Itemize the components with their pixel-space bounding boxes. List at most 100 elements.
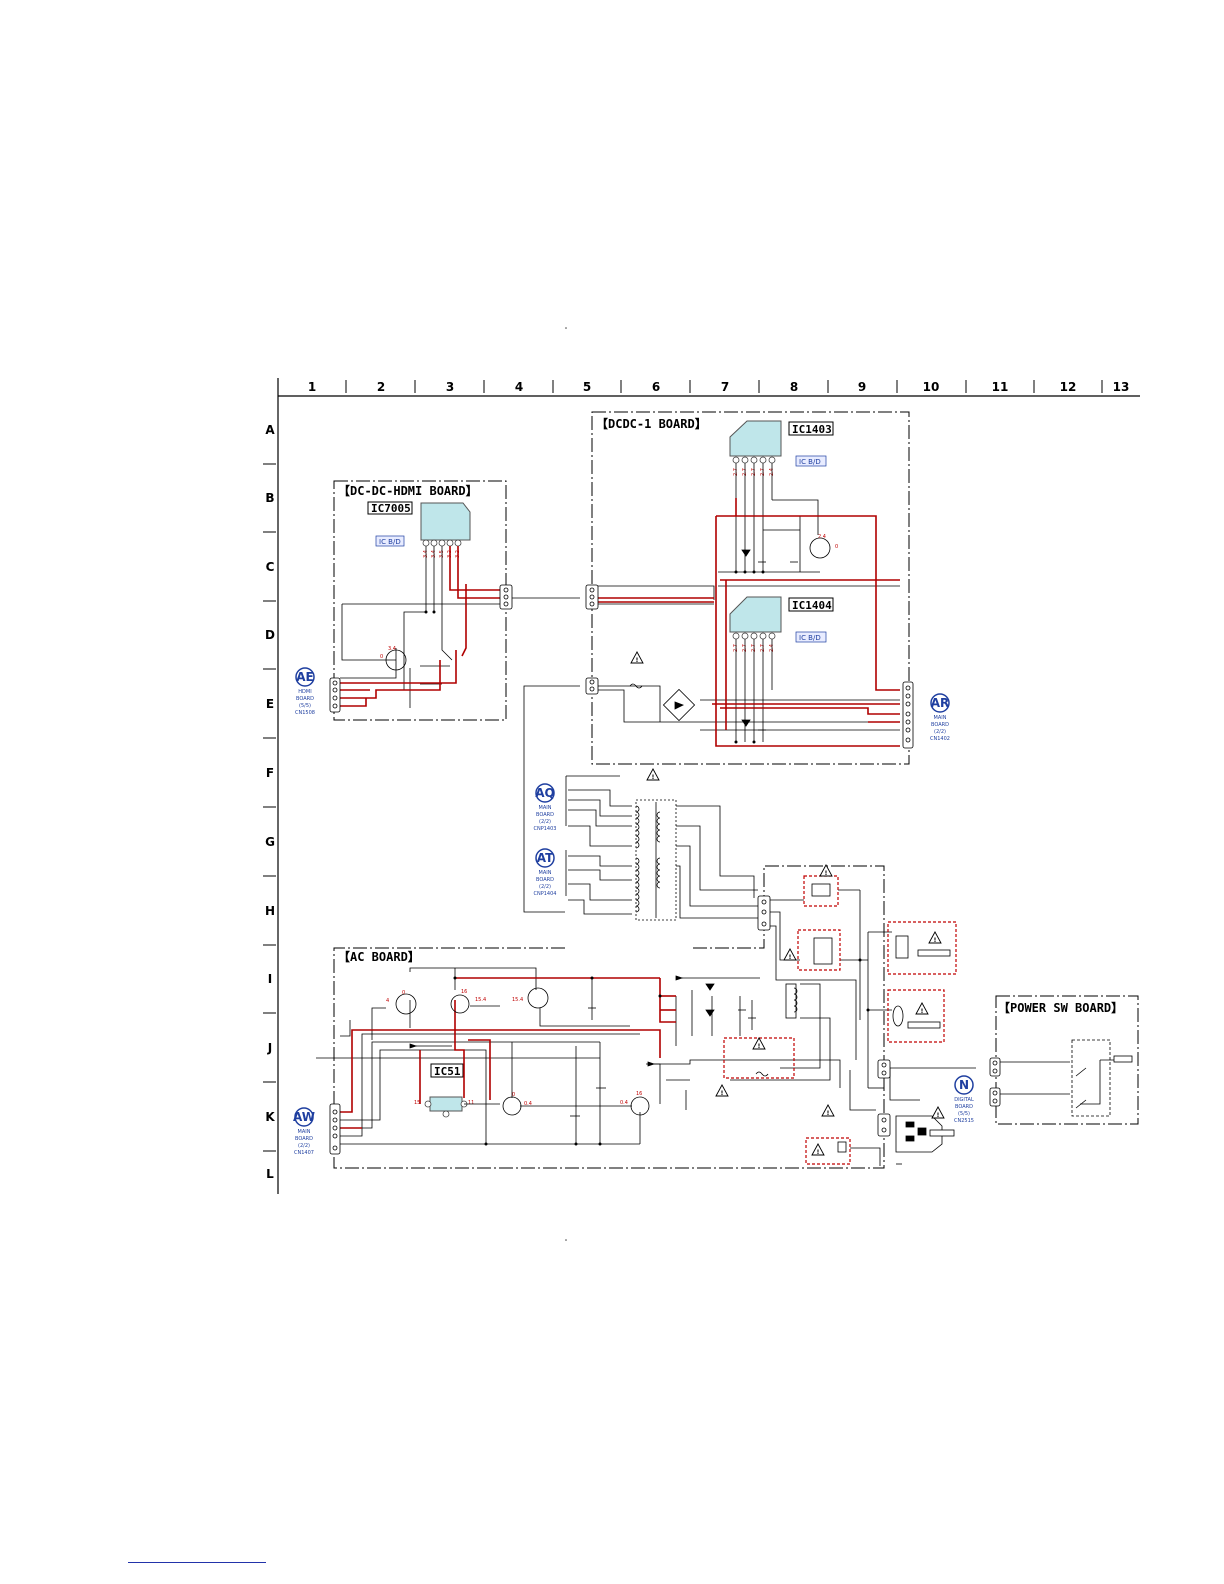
col-label-13: 13 bbox=[1113, 380, 1130, 394]
svg-text:CNP1403: CNP1403 bbox=[534, 826, 557, 832]
grid-row-labels: A B C D E F G H I J K L bbox=[265, 423, 275, 1181]
components bbox=[329, 537, 1133, 1155]
ic1404-bd-label: IC B/D bbox=[799, 634, 821, 642]
svg-text:!: ! bbox=[758, 1043, 761, 1050]
row-label-J: J bbox=[267, 1041, 272, 1055]
center-mark-top bbox=[565, 327, 567, 329]
row-label-H: H bbox=[265, 904, 275, 918]
transistor-icon bbox=[630, 1096, 650, 1116]
cn-ar bbox=[902, 681, 914, 749]
col-label-8: 8 bbox=[790, 380, 798, 394]
svg-text:0: 0 bbox=[835, 544, 838, 550]
svg-text:!: ! bbox=[825, 870, 828, 877]
svg-text:CN1407: CN1407 bbox=[294, 1150, 314, 1156]
svg-text:MAIN: MAIN bbox=[539, 805, 552, 811]
row-label-E: E bbox=[266, 697, 274, 711]
ic7005-body bbox=[420, 502, 471, 541]
svg-text:(2/2): (2/2) bbox=[934, 729, 946, 735]
ac-board-title: 【AC BOARD】 bbox=[338, 949, 420, 964]
svg-text:(5/5): (5/5) bbox=[958, 1111, 970, 1117]
svg-text:MAIN: MAIN bbox=[298, 1129, 311, 1135]
connector-ar: AR MAIN BOARD (2/2) CN1402 bbox=[930, 693, 950, 742]
warning-triangle-icon bbox=[752, 1037, 766, 1050]
connector-circle-icon bbox=[954, 1075, 974, 1095]
ic7005-bd-label: IC B/D bbox=[379, 538, 401, 546]
svg-text:AQ: AQ bbox=[535, 786, 555, 800]
svg-text:!: ! bbox=[934, 937, 937, 944]
svg-text:(5/5): (5/5) bbox=[299, 703, 311, 709]
connector-circle-icon bbox=[535, 783, 555, 803]
col-label-11: 11 bbox=[992, 380, 1009, 394]
ic1404-label: IC1404 bbox=[792, 599, 832, 612]
warning-triangle-icon bbox=[821, 1104, 835, 1117]
warning-triangle-icon bbox=[646, 768, 660, 781]
connector-circle-icon bbox=[930, 693, 950, 713]
connector-badges: AE HDMI BOARD (5/5) CN1508 AR MAIN BOARD… bbox=[293, 667, 974, 1156]
svg-text:0: 0 bbox=[402, 990, 405, 996]
col-label-4: 4 bbox=[515, 380, 523, 394]
warning-triangle-icon bbox=[630, 651, 644, 664]
svg-text:15.4: 15.4 bbox=[512, 997, 523, 1003]
warning-box-internals bbox=[811, 883, 909, 1153]
svg-text:AR: AR bbox=[931, 696, 950, 710]
grid-frame bbox=[263, 378, 1140, 1194]
connector-at: AT MAIN BOARD (2/2) CNP1404 bbox=[534, 848, 557, 897]
col-label-6: 6 bbox=[652, 380, 660, 394]
col-label-7: 7 bbox=[721, 380, 729, 394]
warning-triangle-icon bbox=[928, 931, 942, 944]
warning-triangle-icon bbox=[931, 1106, 945, 1119]
warning-triangle-icon bbox=[783, 948, 797, 961]
cn-aw bbox=[329, 1103, 341, 1155]
dcdc1-board-title: 【DCDC-1 BOARD】 bbox=[596, 416, 707, 431]
row-label-F: F bbox=[266, 766, 274, 780]
row-label-A: A bbox=[265, 423, 275, 437]
connector-aw: AW MAIN BOARD (2/2) CN1407 bbox=[293, 1107, 315, 1156]
transistor-icon bbox=[385, 649, 407, 671]
transistor-icon bbox=[502, 1096, 522, 1116]
svg-text:BOARD: BOARD bbox=[955, 1104, 973, 1110]
svg-text:CN1508: CN1508 bbox=[295, 710, 315, 716]
svg-text:15: 15 bbox=[414, 1100, 420, 1106]
connector-circle-icon bbox=[535, 848, 555, 868]
connector-n: N DIGITAL BOARD (5/5) CN2515 bbox=[954, 1075, 974, 1124]
cn-ae bbox=[329, 677, 341, 713]
svg-text:!: ! bbox=[636, 657, 639, 664]
svg-text:AW: AW bbox=[293, 1110, 315, 1124]
svg-text:!: ! bbox=[789, 954, 792, 961]
col-label-12: 12 bbox=[1060, 380, 1077, 394]
svg-text:2.4: 2.4 bbox=[818, 534, 826, 540]
voltage-readings: 3.4 3.4 3.5 3.2 3.2 2.7 2.7 2.7 2.7 2.4 … bbox=[380, 468, 838, 1107]
svg-text:AT: AT bbox=[537, 851, 554, 865]
transistor-icon bbox=[527, 987, 549, 1009]
col-label-10: 10 bbox=[923, 380, 940, 394]
svg-text:CN1402: CN1402 bbox=[930, 736, 950, 742]
svg-text:0.4: 0.4 bbox=[524, 1101, 532, 1107]
warning-triangle-icon bbox=[819, 864, 833, 877]
svg-text:BOARD: BOARD bbox=[931, 722, 949, 728]
dcdc-hdmi-board-title: 【DC-DC-HDMI BOARD】 bbox=[338, 483, 478, 498]
col-label-9: 9 bbox=[858, 380, 866, 394]
transistor-icon bbox=[450, 994, 470, 1014]
svg-text:0.4: 0.4 bbox=[620, 1100, 628, 1106]
grid-column-labels: 1 2 3 4 5 6 7 8 9 10 11 12 13 bbox=[308, 380, 1130, 394]
col-label-3: 3 bbox=[446, 380, 454, 394]
svg-text:!: ! bbox=[817, 1149, 820, 1156]
connector-circle-icon bbox=[294, 1107, 314, 1127]
row-label-K: K bbox=[265, 1110, 275, 1124]
svg-text:DIGITAL: DIGITAL bbox=[954, 1097, 974, 1103]
svg-text:!: ! bbox=[827, 1110, 830, 1117]
svg-text:MAIN: MAIN bbox=[934, 715, 947, 721]
warning-triangle-icon bbox=[915, 1002, 929, 1015]
warning-triangle-icon bbox=[811, 1143, 825, 1156]
center-mark-bottom bbox=[565, 1239, 567, 1241]
svg-text:AE: AE bbox=[296, 670, 313, 684]
svg-text:16: 16 bbox=[636, 1091, 642, 1097]
ic51-label: IC51 bbox=[434, 1065, 461, 1078]
ic1403-label: IC1403 bbox=[792, 423, 832, 436]
svg-text:(2/2): (2/2) bbox=[298, 1143, 310, 1149]
row-label-C: C bbox=[266, 560, 275, 574]
cn-dcdc-hdmi-out bbox=[499, 584, 513, 610]
svg-text:CNP1404: CNP1404 bbox=[534, 891, 557, 897]
footer-link-underline bbox=[128, 1562, 266, 1563]
